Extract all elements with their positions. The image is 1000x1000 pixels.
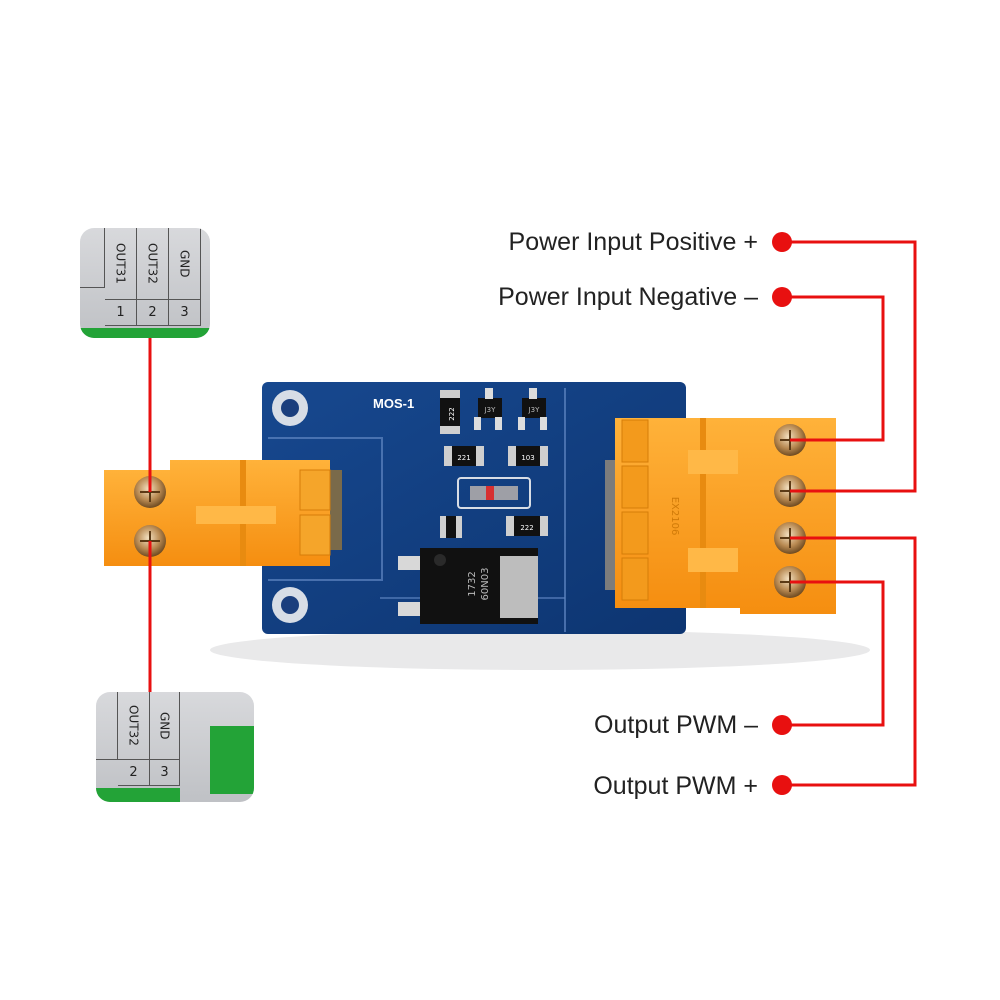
pin-3: 3 bbox=[169, 300, 201, 326]
board-label: MOS-1 bbox=[373, 396, 414, 411]
callout-dot-icon bbox=[772, 775, 792, 795]
header-out32: OUT32 bbox=[137, 228, 169, 300]
svg-text:60N03: 60N03 bbox=[480, 568, 491, 601]
svg-text:221: 221 bbox=[457, 454, 470, 462]
smd-resistor-3: 103 bbox=[508, 446, 548, 466]
callout-dot-icon bbox=[772, 287, 792, 307]
board-shadow bbox=[210, 630, 870, 670]
header-out32: OUT32 bbox=[118, 692, 150, 760]
pin-2: 2 bbox=[137, 300, 169, 326]
controller-inset-bottom: OUT32 GND 2 3 bbox=[96, 692, 254, 802]
callout-output-pwm-positive: Output PWM + bbox=[593, 772, 758, 800]
svg-text:1732: 1732 bbox=[467, 571, 478, 596]
smd-resistor-4 bbox=[440, 516, 462, 538]
callout-lines bbox=[782, 240, 917, 787]
callout-power-input-positive: Power Input Positive + bbox=[508, 228, 758, 256]
svg-text:222: 222 bbox=[520, 524, 533, 532]
input-terminal-2pin bbox=[104, 460, 342, 566]
mounting-hole-top-left bbox=[272, 390, 308, 426]
svg-text:J3Y: J3Y bbox=[528, 406, 541, 414]
callout-power-input-negative: Power Input Negative – bbox=[498, 283, 758, 311]
mounting-hole-bottom-left bbox=[272, 587, 308, 623]
callout-output-pwm-negative: Output PWM – bbox=[594, 711, 758, 739]
callout-dot-icon bbox=[772, 715, 792, 735]
callout-dot-icon bbox=[772, 232, 792, 252]
svg-text:103: 103 bbox=[521, 454, 534, 462]
green-header-block bbox=[210, 726, 254, 794]
green-header-strip bbox=[80, 328, 210, 338]
svg-text:J3Y: J3Y bbox=[484, 406, 497, 414]
smd-resistor-top: 222 bbox=[440, 390, 460, 434]
line-power-positive bbox=[782, 240, 917, 493]
mosfet-60n03: 1732 60N03 bbox=[398, 548, 538, 624]
header-partial bbox=[96, 692, 118, 760]
smd-transistor-1: J3Y bbox=[474, 388, 502, 430]
smd-diode bbox=[457, 477, 531, 509]
header-gnd: GND bbox=[169, 228, 201, 300]
svg-text:EX2106: EX2106 bbox=[669, 497, 680, 536]
smd-resistor-2: 221 bbox=[444, 446, 484, 466]
header-partial bbox=[80, 228, 105, 288]
pin-1: 1 bbox=[105, 300, 137, 326]
controller-inset-top: OUT31 OUT32 GND 1 2 3 bbox=[80, 228, 210, 338]
pin-3: 3 bbox=[150, 760, 180, 786]
svg-text:222: 222 bbox=[448, 407, 456, 420]
green-header-strip bbox=[96, 788, 180, 802]
output-terminal-4pin: EX2106 bbox=[605, 418, 836, 614]
line-pwm-positive bbox=[782, 536, 917, 787]
header-out31: OUT31 bbox=[105, 228, 137, 300]
line-pwm-negative bbox=[782, 580, 885, 727]
pin-2: 2 bbox=[118, 760, 150, 786]
line-power-negative bbox=[782, 295, 885, 442]
header-gnd: GND bbox=[150, 692, 180, 760]
callout-dots bbox=[772, 232, 792, 795]
smd-transistor-2: J3Y bbox=[518, 388, 547, 430]
mos-1-board: MOS-1 222 J3Y J3Y 221 bbox=[262, 382, 686, 634]
smd-resistor-5: 222 bbox=[506, 516, 548, 536]
